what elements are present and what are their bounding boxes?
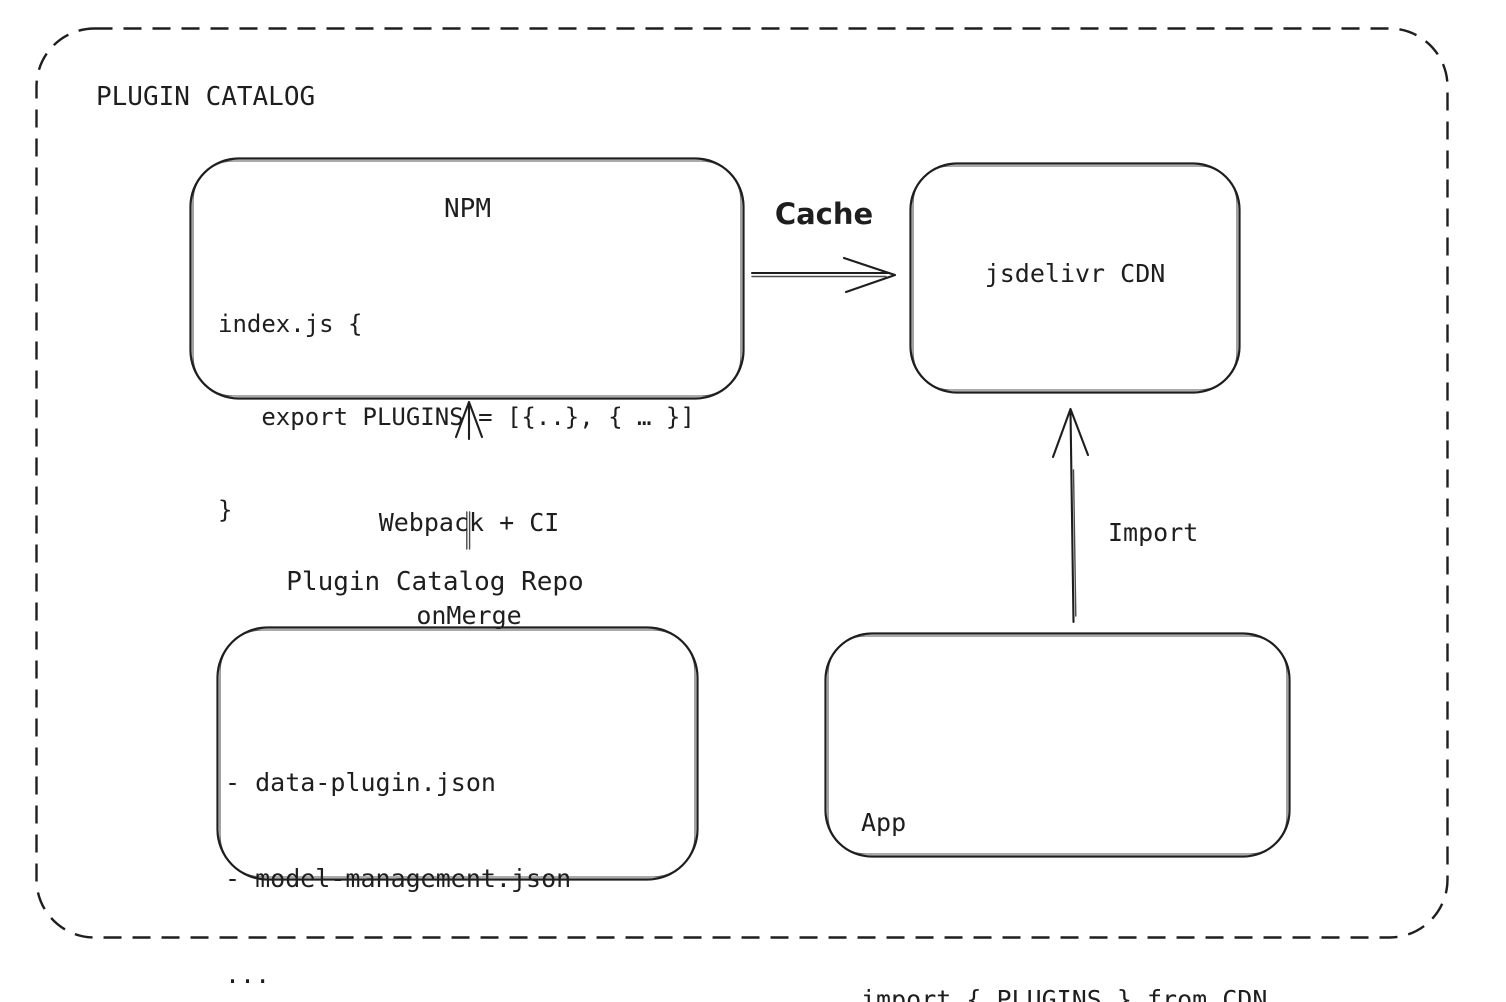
npm-box-title: NPM	[444, 194, 491, 224]
build-arrow-label-line: onMerge	[416, 601, 522, 630]
repo-items-list: - data-plugin.json - model-management.js…	[225, 703, 571, 1002]
npm-code-block: index.js { export PLUGINS = [{..}, { … }…	[218, 247, 695, 588]
repo-item: ...	[225, 960, 271, 989]
npm-code-line: }	[218, 496, 233, 524]
npm-code-line: export PLUGINS = [{..}, { … }]	[218, 403, 695, 431]
build-arrow-label-line: Webpack + CI	[378, 508, 560, 537]
catalog-boundary-outline	[35, 27, 1449, 939]
cdn-box-label: jsdelivr CDN	[984, 259, 1166, 288]
npm-box-outline	[189, 157, 745, 400]
import-arrow	[1051, 407, 1090, 624]
npm-code-line: index.js {	[218, 310, 363, 338]
build-arrow	[454, 400, 484, 550]
repo-item: - data-plugin.json	[225, 768, 496, 797]
repo-box-title: Plugin Catalog Repo	[286, 567, 584, 597]
cache-arrow	[750, 256, 897, 294]
app-code-line: import { PLUGINS } from CDN	[861, 985, 1268, 1002]
diagram-title: PLUGIN CATALOG	[96, 82, 316, 112]
cdn-box-outline-echo	[912, 165, 1238, 391]
repo-box-outline-echo	[219, 629, 696, 878]
app-box-outline	[824, 632, 1291, 858]
app-box-title: App	[861, 808, 907, 837]
cache-arrow-label: Cache	[774, 197, 874, 231]
build-arrow-label: Webpack + CI onMerge	[340, 445, 598, 693]
app-box-content: App import { PLUGINS } from CDN PLUGINS.…	[861, 675, 1267, 1002]
import-arrow-label: Import	[1108, 518, 1199, 547]
repo-item: - model-management.json	[225, 864, 572, 893]
app-box-outline-echo	[827, 635, 1288, 855]
npm-box-outline-echo	[192, 160, 742, 397]
repo-box-outline	[216, 626, 699, 881]
cdn-box-outline	[909, 162, 1241, 394]
